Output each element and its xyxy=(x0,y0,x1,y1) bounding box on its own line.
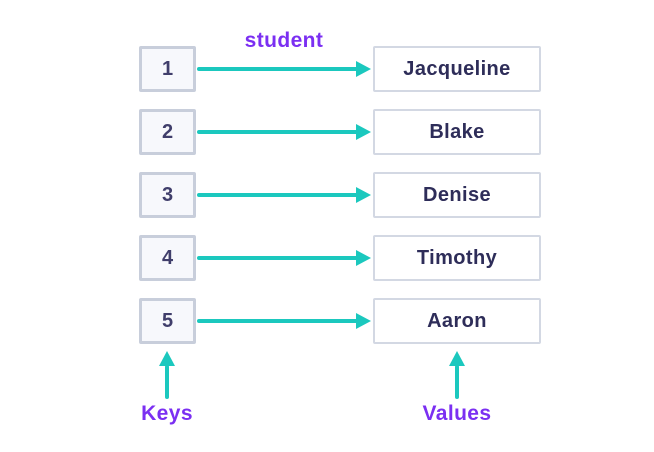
value-box: Jacqueline xyxy=(373,46,541,92)
values-pointer-arrow xyxy=(455,365,459,399)
value-box: Blake xyxy=(373,109,541,155)
key-box: 3 xyxy=(139,172,196,218)
arrow-right-icon xyxy=(356,124,371,140)
key-box: 5 xyxy=(139,298,196,344)
key-to-value-arrow xyxy=(197,130,358,134)
arrow-up-icon xyxy=(159,351,175,366)
arrow-right-icon xyxy=(356,313,371,329)
arrow-up-icon xyxy=(449,351,465,366)
arrow-right-icon xyxy=(356,250,371,266)
arrow-right-icon xyxy=(356,61,371,77)
key-box: 4 xyxy=(139,235,196,281)
value-box: Denise xyxy=(373,172,541,218)
key-box: 2 xyxy=(139,109,196,155)
key-box: 1 xyxy=(139,46,196,92)
key-to-value-arrow xyxy=(197,319,358,323)
keys-label: Keys xyxy=(141,402,193,425)
arrow-right-icon xyxy=(356,187,371,203)
map-name-label: student xyxy=(244,29,324,52)
key-to-value-arrow xyxy=(197,193,358,197)
values-label: Values xyxy=(422,402,492,425)
value-box: Timothy xyxy=(373,235,541,281)
key-to-value-arrow xyxy=(197,67,358,71)
key-to-value-arrow xyxy=(197,256,358,260)
value-box: Aaron xyxy=(373,298,541,344)
keys-pointer-arrow xyxy=(165,365,169,399)
